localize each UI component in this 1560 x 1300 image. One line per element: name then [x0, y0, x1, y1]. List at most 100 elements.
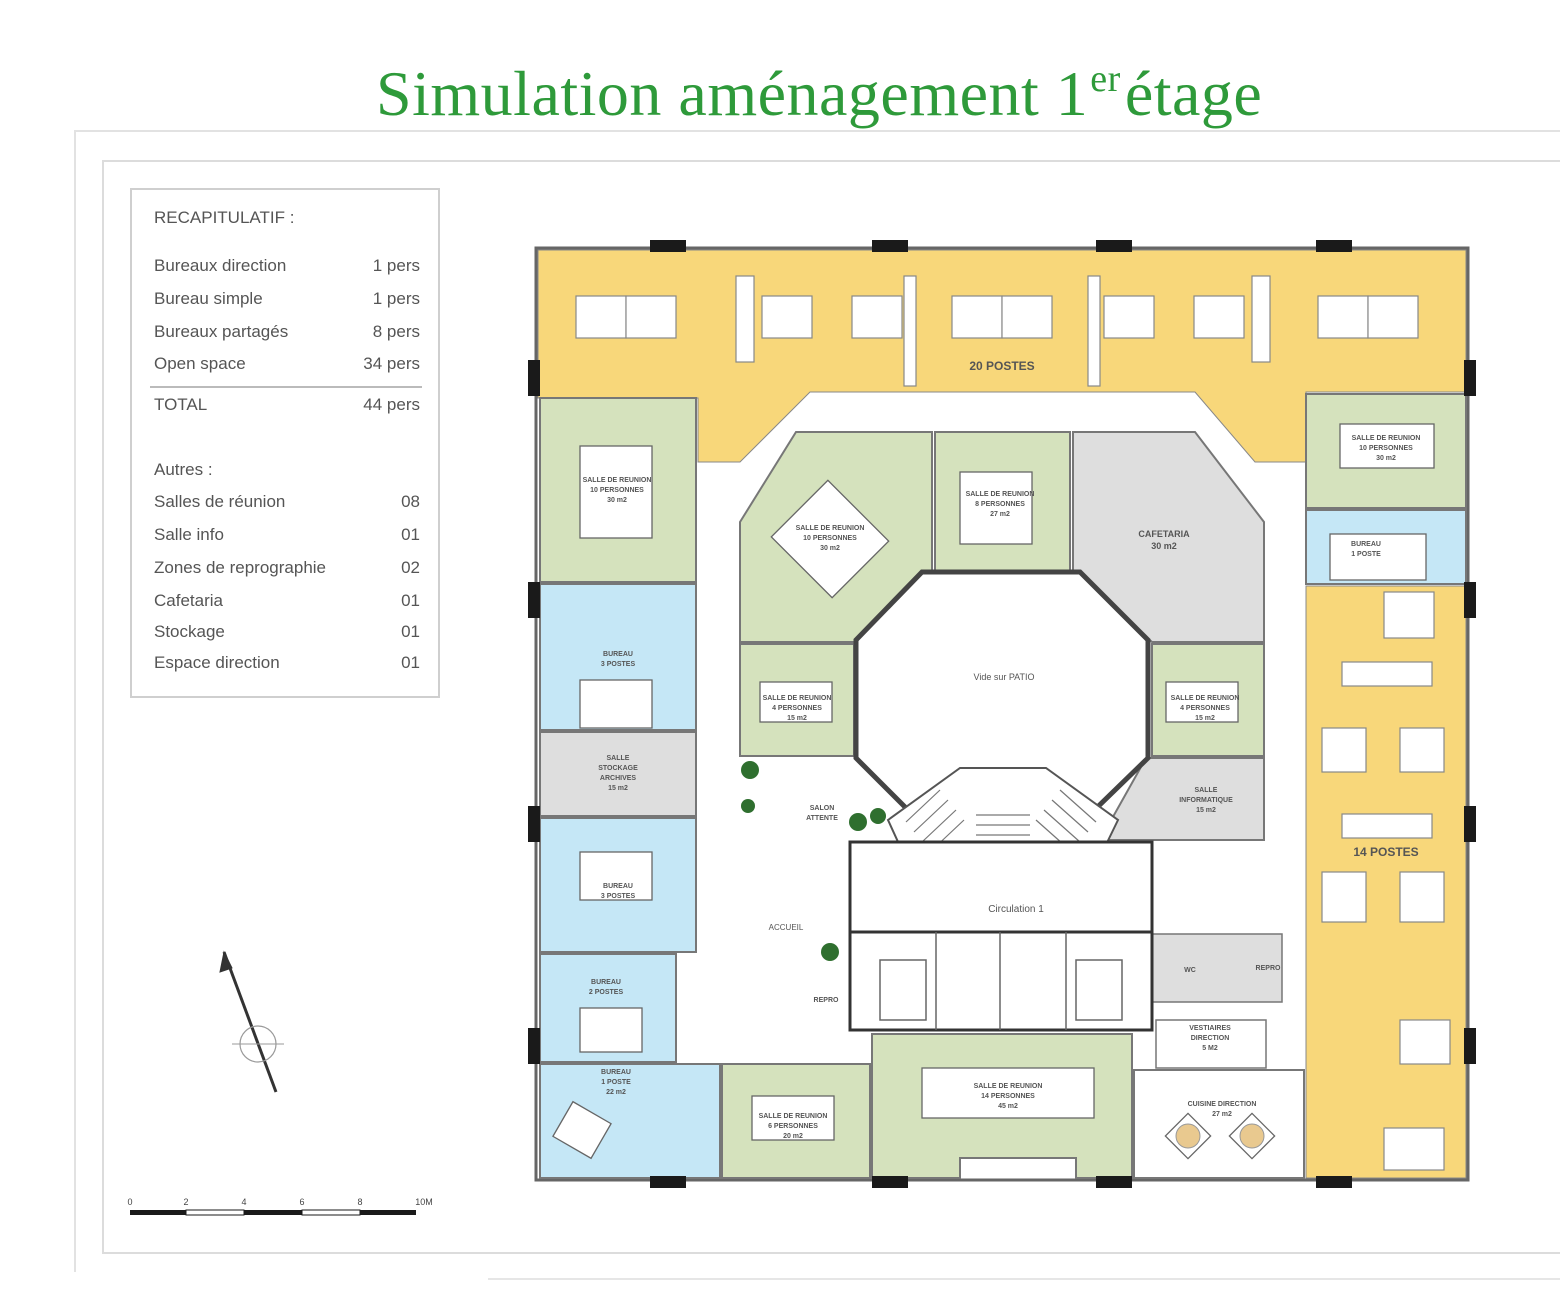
label-meeting-oct-left-area: 30 m2 — [820, 545, 840, 552]
label-meeting-bottom-mid-area: 45 m2 — [998, 1103, 1018, 1110]
label-meeting-small-left-area: 15 m2 — [787, 715, 807, 722]
scale-label: 10M — [415, 1197, 433, 1207]
recap-others-heading: Autres : — [154, 460, 213, 479]
scale-label: 8 — [357, 1197, 362, 1207]
label-meeting-small-left: SALLE DE REUNION — [763, 695, 832, 702]
wc-block — [848, 930, 1154, 1032]
label-office-left-4: BUREAU — [601, 1069, 631, 1076]
recap-divider — [150, 386, 422, 388]
recap-other-label: Salles de réunion — [154, 492, 286, 511]
label-meeting-right-top: SALLE DE REUNION — [1352, 435, 1421, 442]
label-meeting-oct-left: SALLE DE REUNION — [796, 525, 865, 532]
wall-piers — [528, 240, 1476, 1188]
label-info-room-line2: INFORMATIQUE — [1179, 797, 1233, 804]
wc-partitions — [879, 932, 1123, 1030]
label-patio: Vide sur PATIO — [973, 672, 1034, 682]
recap-total-label: TOTAL — [154, 395, 208, 414]
label-office-left-2-cap: 3 POSTES — [601, 893, 636, 900]
label-circulation: Circulation 1 — [988, 904, 1044, 915]
label-direction-office: VESTIAIRES — [1189, 1025, 1231, 1032]
room-direction-office — [1155, 1019, 1267, 1069]
recap-other-label: Espace direction — [154, 653, 280, 672]
label-office-left-1: BUREAU — [603, 651, 633, 658]
label-meeting-left-top-cap: 10 PERSONNES — [590, 487, 644, 494]
recap-other-label: Stockage — [154, 622, 225, 641]
recap-other-value: 08 — [401, 492, 420, 511]
label-meeting-right-top-area: 30 m2 — [1376, 455, 1396, 462]
recap-row-value: 1 pers — [372, 256, 420, 275]
recap-heading: RECAPITULATIF : — [154, 208, 295, 227]
label-office-left-2: BUREAU — [603, 883, 633, 890]
label-meeting-oct-mid-cap: 8 PERSONNES — [975, 501, 1025, 508]
outer-frame — [74, 130, 1560, 1272]
label-meeting-bottom-left: SALLE DE REUNION — [759, 1113, 828, 1120]
label-meeting-right-top-cap: 10 PERSONNES — [1359, 445, 1413, 452]
scale-label: 6 — [299, 1197, 304, 1207]
scale-label: 2 — [183, 1197, 188, 1207]
recap-row-label: Bureaux direction — [154, 256, 287, 275]
desks-top — [575, 275, 1419, 387]
dining-tables-icon — [1175, 1123, 1265, 1149]
label-direction-office-area: 5 M2 — [1202, 1045, 1218, 1052]
plants-icon — [741, 761, 886, 961]
recap-other-row: Espace direction 01 — [154, 653, 420, 673]
label-meeting-left-top: SALLE DE REUNION — [583, 477, 652, 484]
recap-other-value: 02 — [401, 558, 420, 577]
room-direction-kitchen — [1133, 1069, 1305, 1179]
recap-other-row: Stockage 01 — [154, 622, 420, 642]
label-cafeteria: CAFETARIA — [1138, 529, 1190, 539]
label-meeting-bottom-mid: SALLE DE REUNION — [974, 1083, 1043, 1090]
frame-bottom-line — [488, 1278, 1560, 1280]
recap-other-value: 01 — [401, 653, 420, 672]
label-storage: SALLE — [607, 755, 630, 762]
label-office-left-4-area: 22 m2 — [606, 1089, 626, 1096]
recap-other-value: 01 — [401, 591, 420, 610]
label-meeting-oct-mid-area: 27 m2 — [990, 511, 1010, 518]
label-storage-line3: ARCHIVES — [600, 775, 637, 782]
recap-other-value: 01 — [401, 622, 420, 641]
recap-row-label: Bureaux partagés — [154, 322, 289, 341]
label-office-right: BUREAU — [1351, 541, 1381, 548]
label-repro-left: REPRO — [814, 997, 839, 1004]
label-meeting-small-right-area: 15 m2 — [1195, 715, 1215, 722]
label-direction-kitchen-area: 27 m2 — [1212, 1111, 1232, 1118]
label-waiting-line2: ATTENTE — [806, 815, 838, 822]
recap-row-value: 34 pers — [363, 354, 420, 373]
label-cafeteria-area: 30 m2 — [1151, 541, 1177, 551]
label-direction-kitchen: CUISINE DIRECTION — [1188, 1101, 1257, 1108]
label-storage-line2: STOCKAGE — [598, 765, 638, 772]
recap-other-label: Salle info — [154, 525, 224, 544]
title-main: Simulation aménagement 1 — [376, 58, 1089, 129]
room-storage — [539, 731, 697, 817]
label-meeting-small-left-cap: 4 PERSONNES — [772, 705, 822, 712]
recap-other-label: Cafetaria — [154, 591, 223, 610]
label-reception: ACCUEIL — [769, 923, 804, 932]
recap-other-row: Cafetaria 01 — [154, 591, 420, 611]
label-meeting-bottom-mid-cap: 14 PERSONNES — [981, 1093, 1035, 1100]
label-meeting-left-top-area: 30 m2 — [607, 497, 627, 504]
recap-other-row: Zones de reprographie 02 — [154, 558, 420, 578]
label-meeting-oct-left-cap: 10 PERSONNES — [803, 535, 857, 542]
scale-bar: 0 2 4 6 8 10M — [127, 1197, 433, 1216]
label-info-room: SALLE — [1195, 787, 1218, 794]
label-meeting-bottom-left-area: 20 m2 — [783, 1133, 803, 1140]
label-direction-office-line2: DIRECTION — [1191, 1035, 1230, 1042]
label-office-right-cap: 1 POSTE — [1351, 551, 1381, 558]
label-meeting-small-right-cap: 4 PERSONNES — [1180, 705, 1230, 712]
circulation-hall — [848, 840, 1154, 934]
title-tail: étage — [1124, 58, 1263, 129]
recap-row: Bureaux direction 1 pers — [154, 256, 420, 276]
label-meeting-small-right: SALLE DE REUNION — [1171, 695, 1240, 702]
label-waiting: SALON — [810, 805, 835, 812]
label-meeting-bottom-left-cap: 6 PERSONNES — [768, 1123, 818, 1130]
label-office-left-3: BUREAU — [591, 979, 621, 986]
label-meeting-oct-mid: SALLE DE REUNION — [966, 491, 1035, 498]
recap-other-label: Zones de reprographie — [154, 558, 327, 577]
